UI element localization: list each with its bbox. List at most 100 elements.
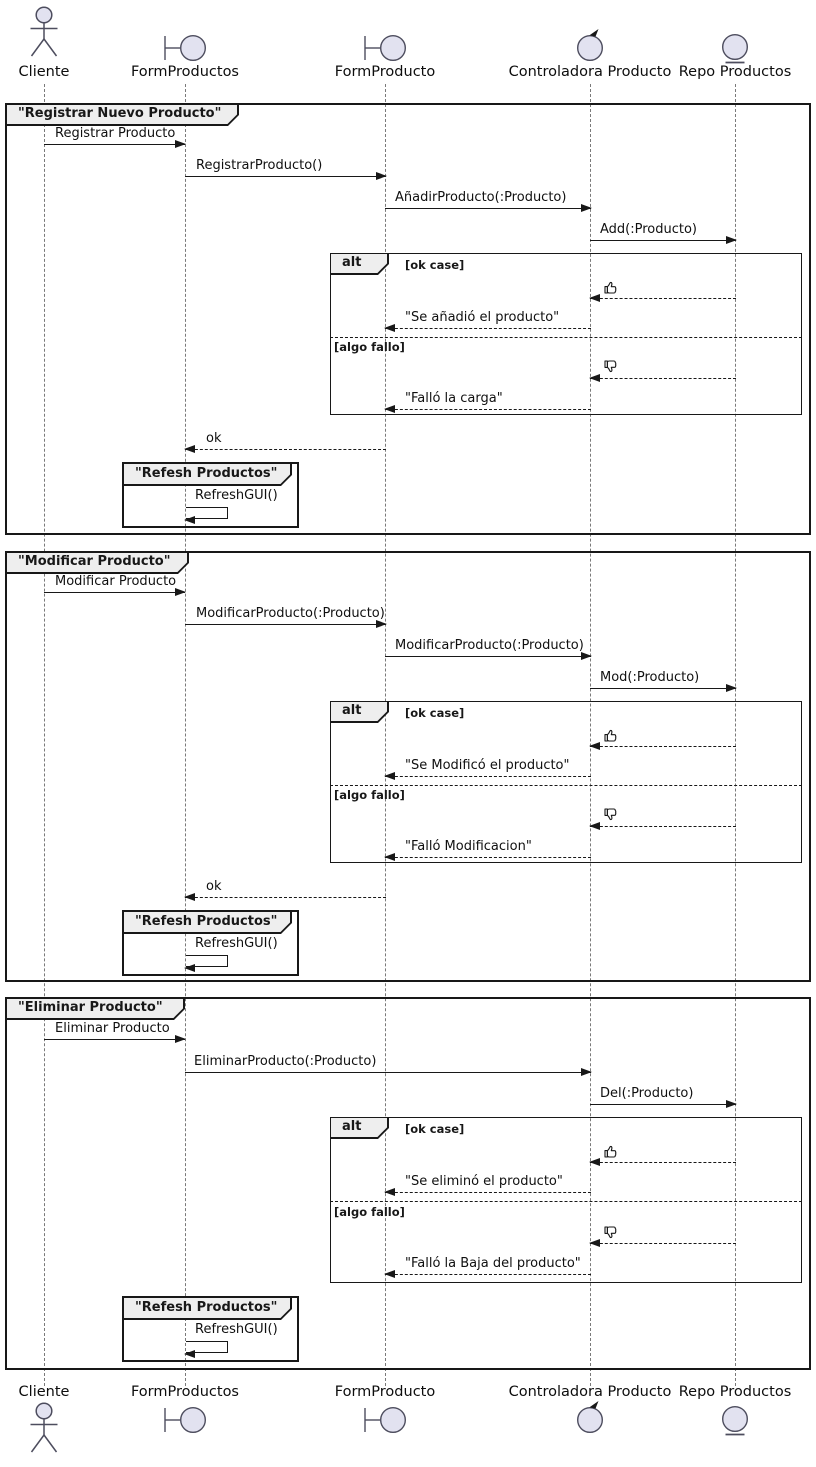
message-label: "Falló la Baja del producto" [405, 1256, 581, 1271]
lifeline-formproductos [184, 84, 186, 1386]
self-message-arrow [184, 507, 228, 524]
boundary-icon [364, 35, 406, 61]
return-arrow [384, 771, 591, 780]
frame-header: "Modificar Producto" [7, 553, 189, 574]
alt-label: alt [331, 254, 387, 273]
guard-ok-case: [ok case] [405, 706, 465, 720]
frame-title: "Modificar Producto" [7, 553, 187, 572]
lifeline-formproducto [384, 84, 386, 1386]
message-arrow [44, 1034, 186, 1043]
message-label: RefreshGUI() [195, 936, 278, 951]
return-arrow [589, 1157, 736, 1166]
alt-header: alt [331, 254, 389, 275]
message-arrow [185, 171, 387, 180]
thumbs-up-icon [604, 1145, 617, 1158]
alt-fragment: alt [330, 1117, 802, 1283]
guard-algo-fallo: [algo fallo] [334, 1205, 405, 1219]
lifeline-cliente [43, 84, 45, 1386]
return-arrow [384, 1187, 591, 1196]
lifeline-controladora [589, 84, 591, 1386]
frame-header: "Eliminar Producto" [7, 999, 185, 1020]
return-arrow [384, 1269, 591, 1278]
control-icon [577, 1400, 603, 1434]
frame-title: "Refesh Productos" [124, 464, 290, 484]
alt-label: alt [331, 702, 387, 721]
participant-label-formproductos: FormProductos [130, 1384, 239, 1400]
thumbs-down-icon [604, 360, 617, 373]
message-label: "Se Modificó el producto" [405, 758, 570, 773]
message-label: Add(:Producto) [600, 222, 698, 237]
frame-eliminar-producto: "Eliminar Producto" [5, 997, 811, 1370]
message-arrow [44, 139, 186, 148]
message-arrow [385, 651, 592, 660]
return-arrow [384, 404, 591, 413]
frame-refresh-productos: "Refesh Productos" [122, 462, 299, 528]
alt-divider [330, 337, 802, 338]
frame-registrar-nuevo-producto: "Registrar Nuevo Producto" [5, 103, 811, 535]
actor-icon [29, 6, 59, 57]
entity-icon [722, 34, 748, 64]
return-arrow [184, 892, 386, 901]
message-label: ok [206, 431, 222, 446]
return-arrow [589, 293, 736, 302]
message-label: Modificar Producto [55, 574, 177, 589]
guard-ok-case: [ok case] [405, 1122, 465, 1136]
thumbs-up-icon [604, 281, 617, 294]
alt-divider [330, 785, 802, 786]
frame-refresh-productos: "Refesh Productos" [122, 1296, 299, 1362]
lifeline-repo [734, 84, 736, 1386]
guard-ok-case: [ok case] [405, 258, 465, 272]
boundary-icon [164, 1406, 207, 1434]
return-arrow [589, 741, 736, 750]
frame-header: "Refesh Productos" [124, 912, 292, 934]
thumbs-down-icon [604, 808, 617, 821]
message-label: AñadirProducto(:Producto) [395, 190, 567, 205]
message-label: EliminarProducto(:Producto) [194, 1054, 377, 1069]
message-label: Registrar Producto [55, 126, 176, 141]
frame-header: "Registrar Nuevo Producto" [7, 105, 239, 126]
self-message-arrow [184, 955, 228, 972]
frame-title: "Eliminar Producto" [7, 999, 183, 1018]
message-arrow [590, 683, 737, 692]
participant-label-controladora: Controladora Producto [508, 1384, 672, 1400]
message-arrow [590, 1099, 737, 1108]
guard-algo-fallo: [algo fallo] [334, 340, 405, 354]
return-arrow [384, 852, 591, 861]
boundary-icon [164, 35, 207, 61]
message-label: "Se eliminó el producto" [405, 1174, 563, 1189]
alt-header: alt [331, 702, 389, 723]
alt-fragment: alt [330, 253, 802, 415]
message-label: ok [206, 879, 222, 894]
frame-title: "Refesh Productos" [124, 1298, 290, 1318]
actor-icon [29, 1402, 59, 1453]
message-label: Mod(:Producto) [600, 670, 700, 685]
return-arrow [589, 1238, 736, 1247]
message-label: Eliminar Producto [55, 1021, 170, 1036]
message-arrow [185, 619, 387, 628]
participant-label-formproducto: FormProducto [334, 64, 436, 80]
participant-label-cliente: Cliente [18, 64, 70, 80]
message-arrow [185, 1067, 592, 1076]
frame-refresh-productos: "Refesh Productos" [122, 910, 299, 976]
message-label: RefreshGUI() [195, 488, 278, 503]
alt-divider [330, 1201, 802, 1202]
frame-header: "Refesh Productos" [124, 1298, 292, 1320]
message-label: RefreshGUI() [195, 1322, 278, 1337]
message-arrow [590, 235, 737, 244]
alt-fragment: alt [330, 701, 802, 863]
boundary-icon [364, 1406, 406, 1434]
return-arrow [184, 444, 386, 453]
message-label: ModificarProducto(:Producto) [196, 606, 385, 621]
alt-header: alt [331, 1118, 389, 1139]
entity-icon [722, 1406, 748, 1436]
return-arrow [589, 821, 736, 830]
self-message-arrow [184, 1341, 228, 1358]
message-label: RegistrarProducto() [196, 158, 323, 173]
message-label: Del(:Producto) [600, 1086, 694, 1101]
guard-algo-fallo: [algo fallo] [334, 788, 405, 802]
return-arrow [589, 373, 736, 382]
message-label: "Falló Modificacion" [405, 839, 532, 854]
message-arrow [385, 203, 592, 212]
message-arrow [44, 587, 186, 596]
frame-title: "Registrar Nuevo Producto" [7, 105, 237, 124]
